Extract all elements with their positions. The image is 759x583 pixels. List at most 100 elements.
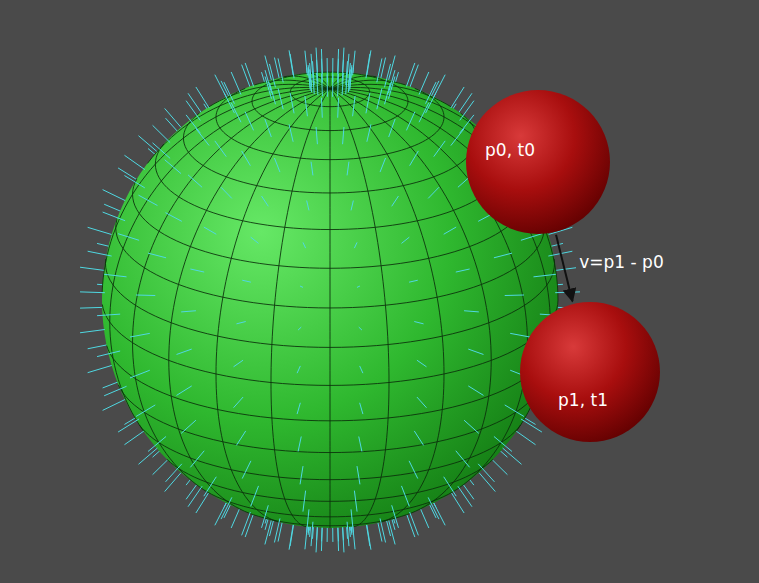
normal-line bbox=[494, 436, 512, 451]
normal-line bbox=[80, 307, 105, 309]
normal-line bbox=[138, 195, 157, 205]
normal-line bbox=[148, 253, 166, 258]
normal-line bbox=[196, 492, 209, 513]
normal-line bbox=[118, 419, 139, 432]
normal-line bbox=[265, 520, 271, 544]
normal-line bbox=[177, 386, 192, 395]
normal-line bbox=[479, 473, 495, 492]
normal-line bbox=[186, 115, 200, 133]
normal-line bbox=[311, 522, 313, 546]
normal-line bbox=[313, 71, 315, 94]
mesh-line bbox=[330, 89, 550, 431]
normal-line bbox=[406, 514, 414, 537]
normal-line bbox=[351, 509, 353, 532]
normal-line bbox=[360, 403, 363, 414]
normal-line bbox=[130, 333, 150, 337]
normal-line bbox=[290, 54, 294, 78]
normal-line bbox=[80, 330, 105, 333]
normal-line bbox=[242, 512, 251, 535]
normal-line bbox=[444, 477, 457, 496]
mesh-line bbox=[330, 88, 444, 159]
normal-line bbox=[88, 251, 112, 256]
normal-line bbox=[103, 190, 126, 201]
normal-line bbox=[555, 291, 580, 293]
normal-line bbox=[428, 187, 439, 198]
normal-line bbox=[297, 366, 300, 373]
normal-line bbox=[124, 430, 144, 444]
normal-line bbox=[414, 431, 423, 445]
normal-line bbox=[236, 431, 245, 445]
normal-line bbox=[215, 141, 226, 157]
normal-line bbox=[118, 234, 139, 241]
mesh-line bbox=[105, 259, 330, 348]
red-sphere: p1, t1 bbox=[520, 302, 660, 442]
normal-line bbox=[148, 436, 166, 451]
normal-line bbox=[274, 518, 280, 542]
mesh-line bbox=[133, 89, 330, 490]
mesh-line bbox=[330, 113, 477, 193]
red-sphere: p0, t0 bbox=[466, 90, 610, 234]
normal-line bbox=[458, 93, 472, 113]
normal-line bbox=[389, 520, 395, 544]
normal-line bbox=[406, 63, 414, 86]
normal-line bbox=[380, 518, 386, 542]
mesh-line bbox=[169, 89, 330, 514]
normal-line bbox=[311, 162, 313, 176]
normal-line bbox=[190, 269, 204, 272]
normal-line bbox=[409, 461, 418, 479]
mesh-line bbox=[116, 219, 330, 308]
normal-line bbox=[392, 196, 399, 206]
normal-line bbox=[251, 237, 259, 243]
normal-line bbox=[165, 160, 181, 174]
normal-line bbox=[190, 451, 204, 468]
mesh-line bbox=[330, 346, 553, 421]
normal-line bbox=[451, 129, 464, 146]
mesh-line bbox=[155, 144, 330, 230]
normal-line bbox=[289, 124, 293, 141]
normal-line bbox=[305, 51, 307, 76]
normal-line bbox=[278, 88, 283, 109]
normal-line bbox=[406, 112, 414, 131]
normal-line bbox=[426, 93, 437, 114]
mesh-line bbox=[183, 113, 330, 193]
normal-line bbox=[231, 72, 241, 95]
normal-line bbox=[464, 420, 479, 433]
normal-line bbox=[357, 286, 360, 287]
normal-line bbox=[289, 525, 293, 550]
normal-line bbox=[503, 448, 522, 464]
normal-line bbox=[269, 64, 275, 87]
normal-line bbox=[103, 399, 126, 410]
normal-line bbox=[136, 295, 155, 296]
normal-line bbox=[124, 155, 144, 169]
normal-line bbox=[104, 386, 126, 395]
vector-label: v=p1 - p0 bbox=[576, 251, 666, 273]
normal-line bbox=[428, 497, 439, 519]
normal-line bbox=[353, 51, 355, 76]
point-label: p1, t1 bbox=[558, 390, 608, 410]
normal-line bbox=[300, 466, 303, 484]
normal-line bbox=[221, 497, 232, 519]
normal-line bbox=[389, 70, 395, 93]
normal-line bbox=[104, 274, 126, 277]
normal-line bbox=[242, 280, 251, 282]
normal-line bbox=[316, 127, 317, 144]
normal-line bbox=[307, 509, 309, 532]
mesh-grid bbox=[102, 72, 558, 528]
sphere-shape bbox=[520, 302, 660, 442]
normal-line bbox=[366, 54, 370, 78]
normal-line bbox=[165, 108, 181, 127]
normal-line bbox=[262, 196, 269, 206]
normal-line bbox=[521, 419, 542, 432]
normal-line bbox=[351, 201, 353, 211]
normal-line bbox=[337, 526, 339, 551]
normal-line bbox=[353, 96, 355, 116]
normal-line bbox=[410, 65, 419, 88]
normal-line bbox=[359, 437, 362, 452]
normal-line bbox=[367, 124, 371, 141]
normal-line bbox=[533, 274, 555, 277]
normal-line bbox=[136, 405, 155, 417]
normal-line bbox=[242, 151, 251, 166]
normal-line bbox=[359, 327, 362, 330]
normal-line bbox=[300, 286, 303, 287]
